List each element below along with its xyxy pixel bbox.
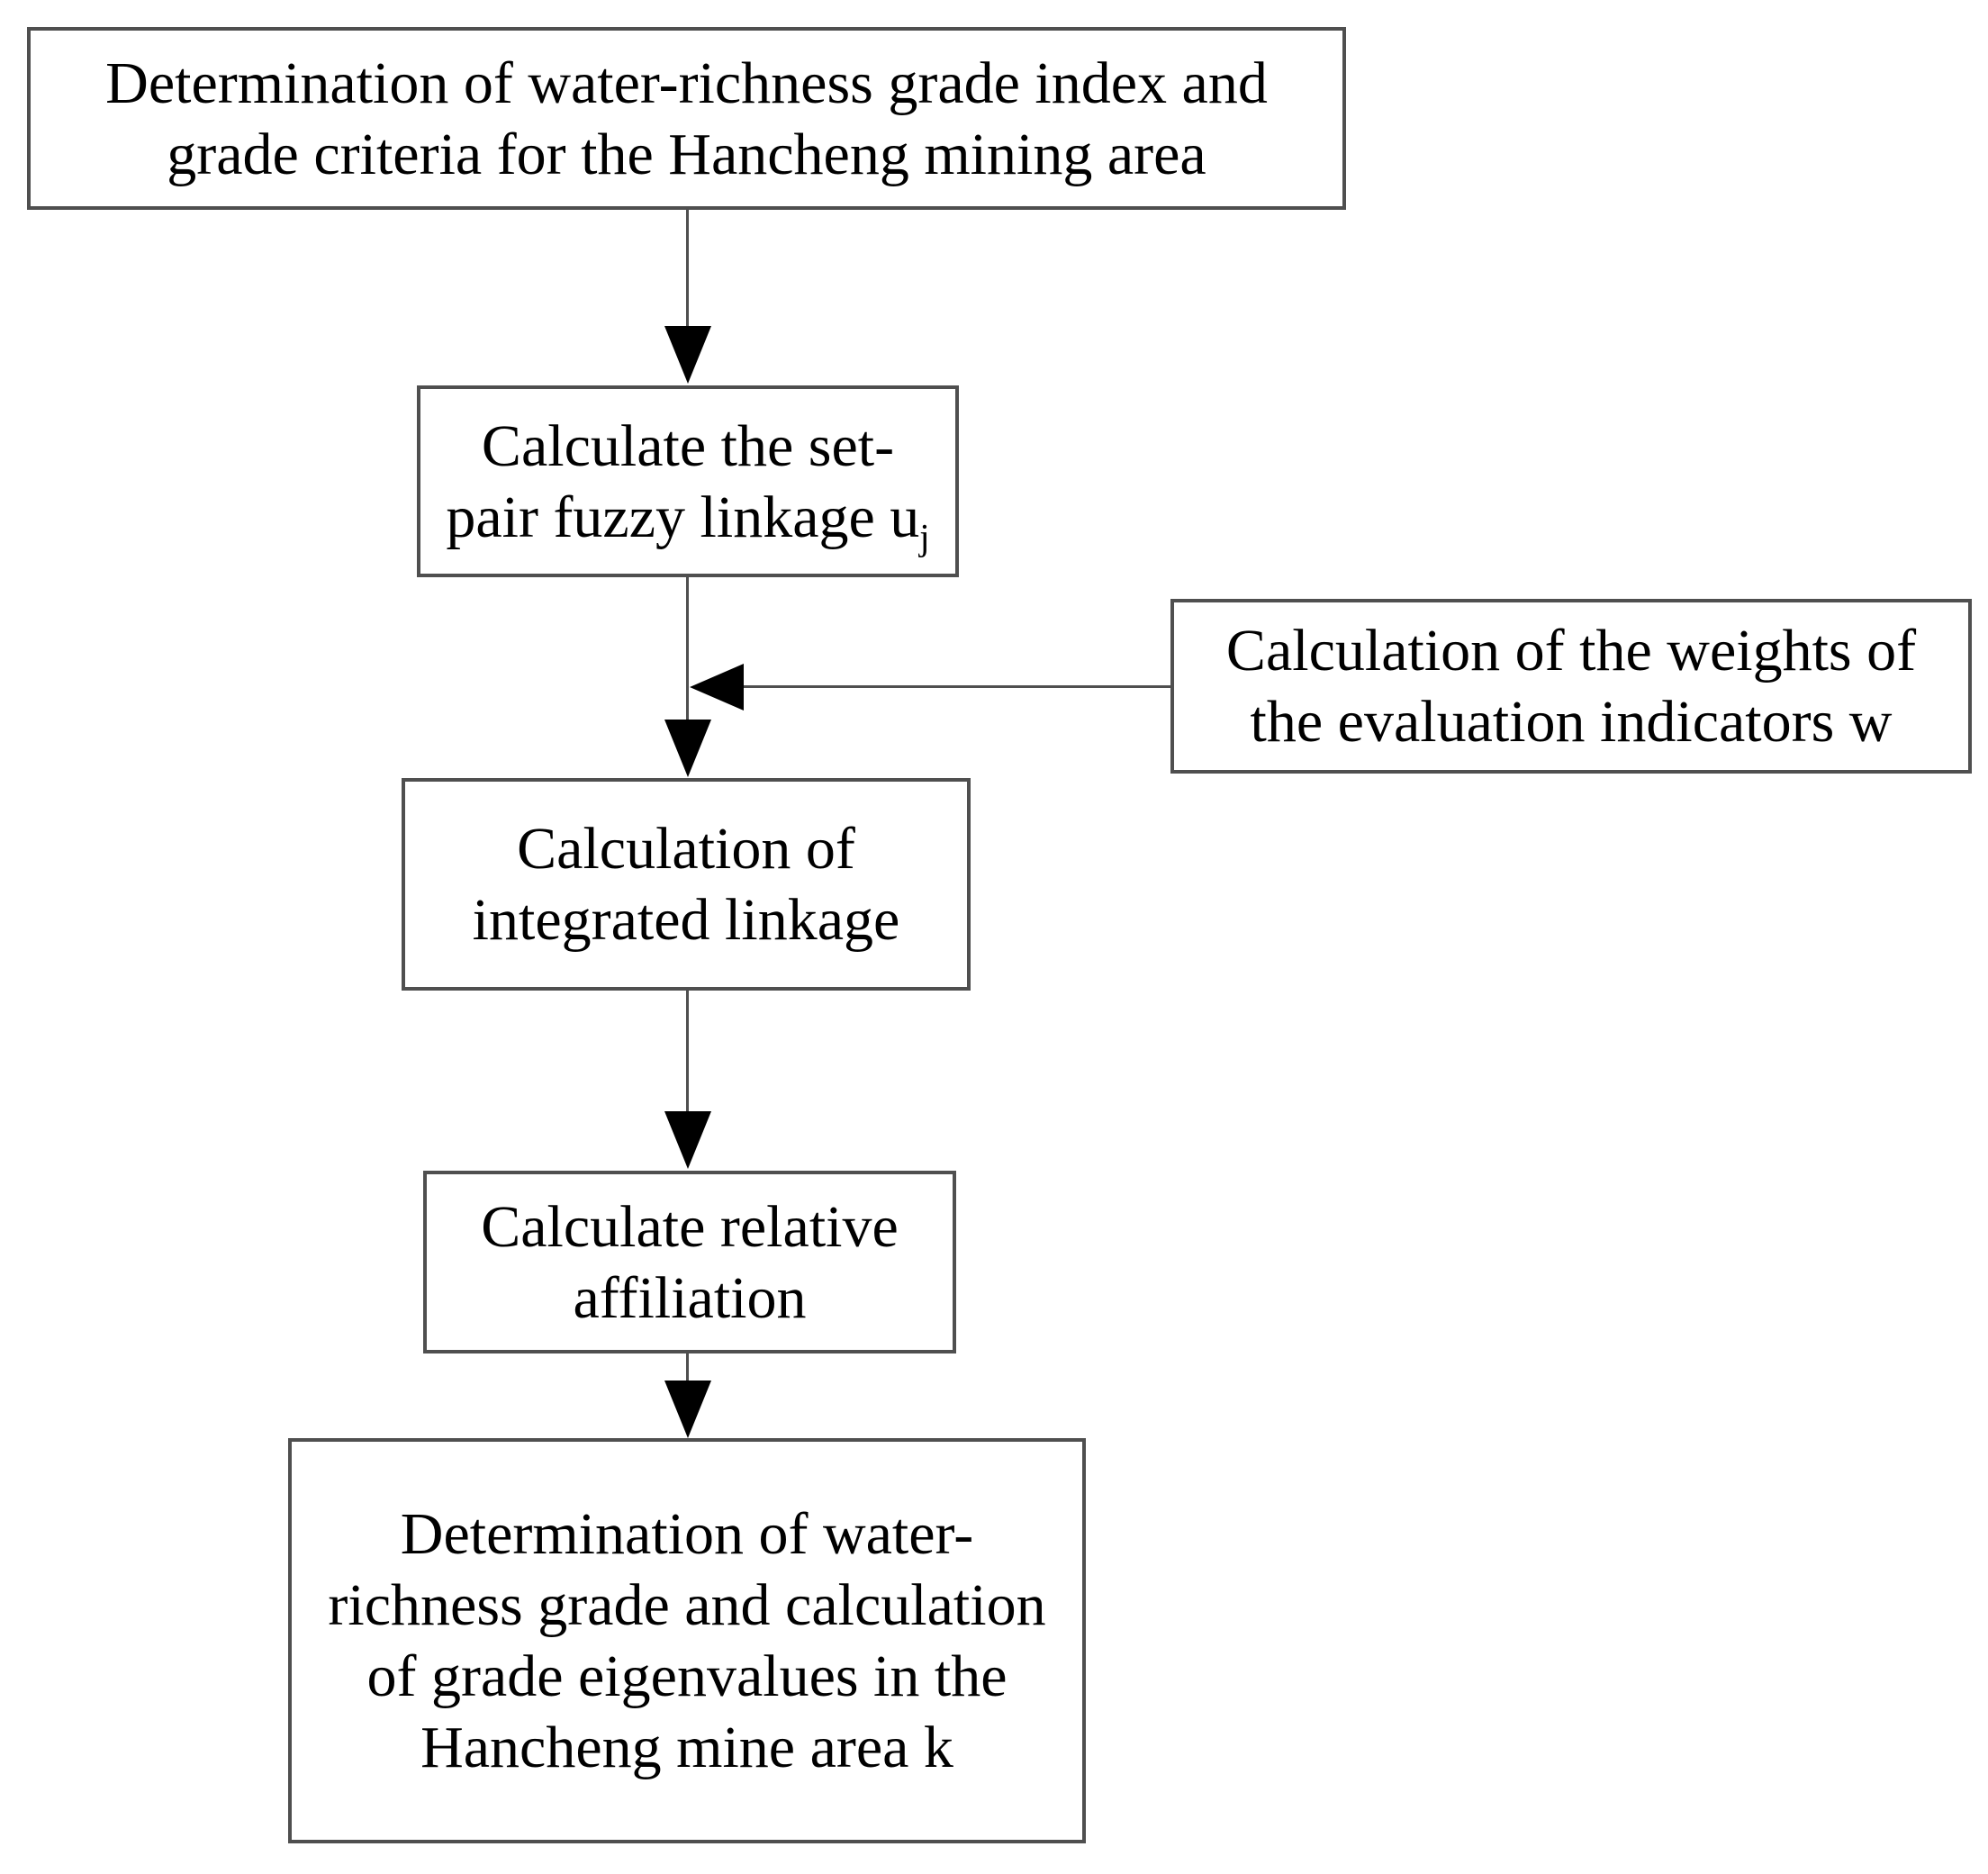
box-text-line: Determination of water- <box>400 1501 974 1567</box>
flow-box-set-pair-fuzzy-linkage: Calculate the set- pair fuzzy linkage uj <box>417 385 959 577</box>
box-text-line: Calculate relative <box>481 1193 899 1260</box>
box-text-line: grade criteria for the Hancheng mining a… <box>167 121 1206 187</box>
arrowhead-down-icon <box>664 1111 711 1169</box>
box-text-line: the evaluation indicators w <box>1250 689 1893 755</box>
box-text-line: Determination of water-richness grade in… <box>105 50 1268 116</box>
arrowhead-left-icon <box>690 664 744 711</box>
connector-line <box>742 685 1172 688</box>
arrowhead-down-icon <box>664 326 711 384</box>
box-text-line: Calculation of the weights of <box>1225 618 1917 684</box>
connector-line <box>686 991 689 1115</box>
box-text-line: Calculate the set- <box>481 412 895 479</box>
flow-box-integrated-linkage: Calculation of integrated linkage <box>402 778 971 991</box>
box-text-line: pair fuzzy linkage uj <box>446 482 929 556</box>
flow-box-grade-index-and-criteria: Determination of water-richness grade in… <box>27 27 1346 210</box>
box-text-line: affiliation <box>573 1264 807 1331</box>
box-text-line: integrated linkage <box>472 887 900 953</box>
box-text-line: Calculation of <box>517 816 855 882</box>
arrowhead-down-icon <box>664 720 711 777</box>
flow-box-grade-and-eigenvalues: Determination of water- richness grade a… <box>288 1438 1086 1843</box>
flow-box-weights-of-indicators: Calculation of the weights of the evalua… <box>1170 599 1972 774</box>
box-text-segment: pair fuzzy linkage u <box>446 484 920 550</box>
box-text-line: richness grade and calculation <box>328 1572 1046 1638</box>
connector-line <box>686 577 689 723</box>
flow-box-relative-affiliation: Calculate relative affiliation <box>423 1171 956 1353</box>
box-text-line: of grade eigenvalues in the <box>366 1643 1008 1709</box>
box-text-line: Hancheng mine area k <box>420 1715 953 1780</box>
arrowhead-down-icon <box>664 1381 711 1438</box>
connector-line <box>686 210 689 331</box>
subscript-j: j <box>919 516 930 557</box>
connector-line <box>686 1353 689 1386</box>
